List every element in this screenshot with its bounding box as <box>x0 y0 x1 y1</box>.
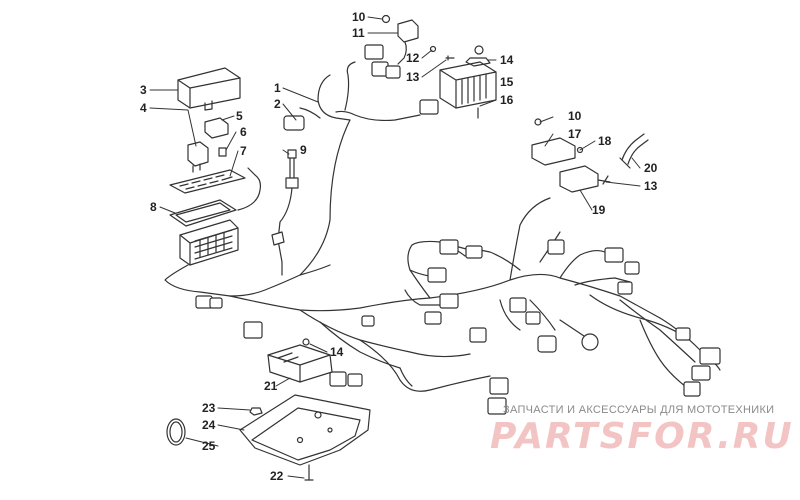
callout-14-bottom: 14 <box>330 345 344 359</box>
callout-12: 12 <box>406 51 420 65</box>
washer <box>429 45 437 53</box>
fuse-box-gasket <box>169 199 237 227</box>
control-module <box>267 344 333 383</box>
screw-22 <box>304 464 314 481</box>
callout-10-right: 10 <box>568 109 582 123</box>
fastener-23 <box>249 407 263 416</box>
ring-clip <box>166 418 186 446</box>
callout-13-right: 13 <box>644 179 658 193</box>
callout-14-top: 14 <box>500 53 514 67</box>
callout-21: 21 <box>264 379 278 393</box>
callout-13-top: 13 <box>406 70 420 84</box>
callout-7: 7 <box>240 144 247 158</box>
callout-17: 17 <box>568 127 582 141</box>
watermark-brand: PARTSFOR.RU <box>490 416 794 457</box>
callout-8: 8 <box>150 200 157 214</box>
bracket-mid-right <box>531 118 584 166</box>
harness-connectors <box>195 44 721 415</box>
nut-14-top <box>465 45 491 67</box>
voltage-regulator <box>439 61 497 109</box>
fuse <box>218 147 227 157</box>
elbow-fitting <box>619 133 649 169</box>
relay <box>187 141 209 173</box>
relay-cover <box>177 67 241 111</box>
callout-6: 6 <box>240 125 247 139</box>
callout-4: 4 <box>140 101 147 115</box>
callout-25: 25 <box>202 439 216 453</box>
mounting-bracket-top <box>397 19 419 65</box>
callout-5: 5 <box>236 109 243 123</box>
callout-labels: 1 2 3 4 5 6 7 8 9 10 11 12 13 14 15 16 1… <box>140 10 658 483</box>
callout-1: 1 <box>274 81 281 95</box>
callout-22: 22 <box>270 469 284 483</box>
watermark-subtitle: ЗАПЧАСТИ И АКСЕССУАРЫ ДЛЯ МОТОТЕХНИКИ <box>503 404 775 416</box>
mounting-plate <box>239 394 371 466</box>
callout-18: 18 <box>598 134 612 148</box>
callout-2: 2 <box>274 97 281 111</box>
fuse-box <box>179 219 239 266</box>
callout-24: 24 <box>202 418 216 432</box>
fuse-strip <box>169 169 246 194</box>
callout-19: 19 <box>592 203 606 217</box>
callout-11: 11 <box>352 26 365 40</box>
small-relay <box>204 117 229 139</box>
callout-9: 9 <box>300 143 307 157</box>
module-19 <box>559 165 611 193</box>
callout-10-top: 10 <box>352 10 366 24</box>
sensor <box>271 149 299 276</box>
leader-lines <box>149 16 641 479</box>
nut-14-bottom <box>302 338 310 346</box>
callout-23: 23 <box>202 401 216 415</box>
screw <box>445 55 455 61</box>
callout-15: 15 <box>500 75 514 89</box>
nut <box>381 14 391 24</box>
callout-20: 20 <box>644 161 658 175</box>
main-harness <box>164 61 721 392</box>
callout-3: 3 <box>140 83 147 97</box>
callout-16: 16 <box>500 93 514 107</box>
